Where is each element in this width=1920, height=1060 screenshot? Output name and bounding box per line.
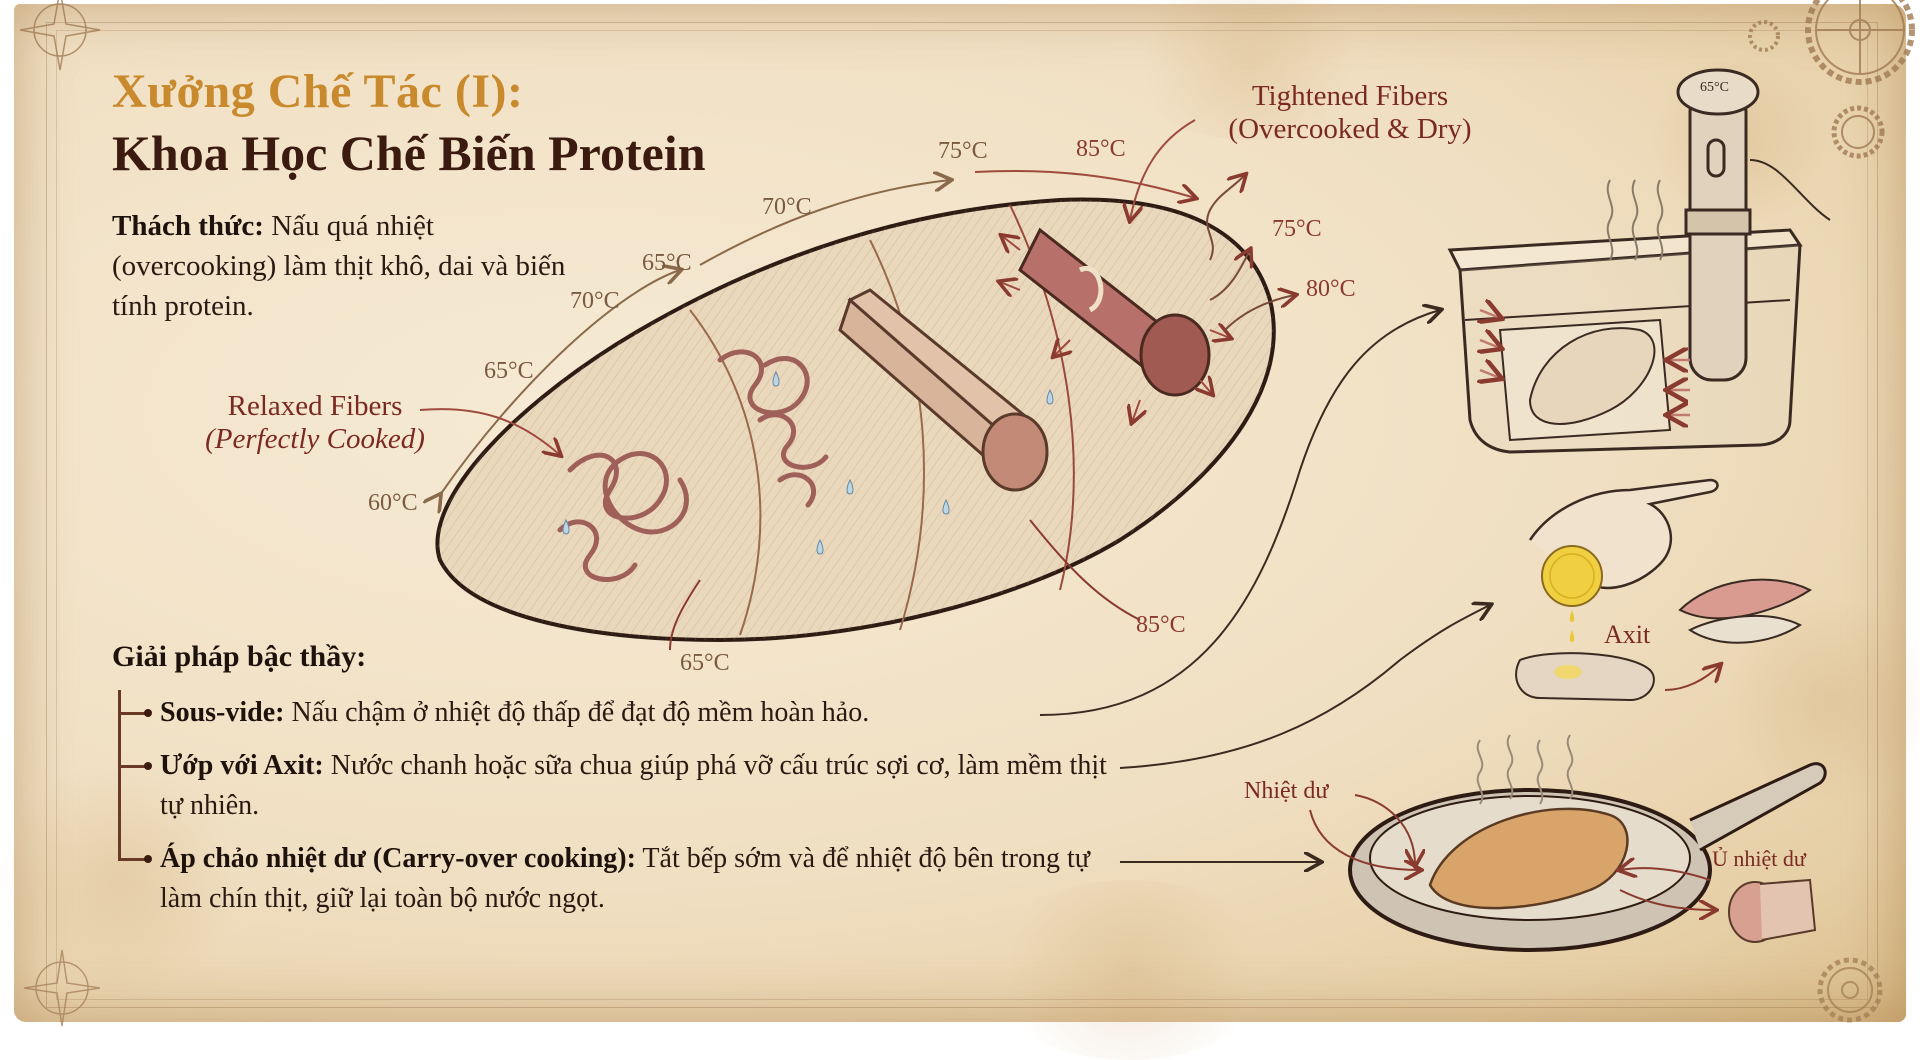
challenge-text: Thách thức: Nấu quá nhiệt (overcooking) … [112,206,572,326]
tree-branch [118,712,148,715]
temp-label: 80°C [1306,276,1356,302]
resting-label: Ủ nhiệt dư [1712,846,1806,871]
temp-label: 85°C [1076,136,1126,162]
illustration-layer [19,0,1915,1027]
temp-label: 70°C [762,194,812,220]
tree-branch [118,765,148,768]
tightened-fibers-subtitle: (Overcooked & Dry) [1228,113,1472,145]
tree-connector [118,690,121,860]
solution-text: Nước chanh hoặc sữa chua giúp phá vỡ cấu… [160,750,1107,821]
stain [1120,0,1380,140]
solution-item-sous-vide: Sous-vide: Nấu chậm ở nhiệt độ thấp để đ… [160,693,1060,733]
compass-rose-icon [19,0,101,71]
decorative-frame [46,22,1878,1008]
solution-item-carry-over: Áp chảo nhiệt dư (Carry-over cooking): T… [160,839,1120,919]
relaxed-fibers-title: Relaxed Fibers [227,390,403,422]
relaxed-fibers-subtitle: (Perfectly Cooked) [205,423,425,455]
temp-label: 75°C [938,138,988,164]
tightened-fibers-label: Tightened Fibers (Overcooked & Dry) [1200,80,1500,146]
steam-icon [1476,734,1574,805]
steam-icon [1606,179,1664,261]
tree-branch [118,858,148,861]
page-title: Khoa Học Chế Biến Protein [112,125,706,181]
title-line-1: Xưởng Chế Tác (I): [112,65,524,118]
acid-label: Axit [1604,620,1651,649]
gear-icon [1817,957,1883,1023]
tightened-fibers-title: Tightened Fibers [1251,80,1449,112]
bullet-icon [144,762,152,770]
challenge-label: Thách thức: [112,210,264,242]
temp-label: 70°C [570,288,620,314]
bullet-icon [144,855,152,863]
solution-item-acid: Ướp với Axit: Nước chanh hoặc sữa chua g… [160,746,1120,826]
decorative-frame-inner [56,30,1868,1000]
temp-label: 85°C [1136,612,1186,638]
solution-label: Áp chảo nhiệt dư (Carry-over cooking): [160,843,636,874]
temp-label: 65°C [680,650,730,676]
solutions-heading: Giải pháp bậc thầy: [112,640,367,673]
challenge-description: Nấu quá nhiệt (overcooking) làm thịt khô… [112,210,566,322]
solution-text: Tắt bếp sớm và để nhiệt độ bên trong tự … [160,843,1090,914]
temp-label: 60°C [368,490,418,516]
lemon-squeeze-illustration [1515,478,1812,702]
sous-vide-container-illustration [1447,68,1831,454]
sous-vide-display: 65°C [1700,80,1729,95]
solution-label: Sous-vide: [160,697,285,728]
residual-heat-label: Nhiệt dư [1244,778,1329,804]
skillet-illustration [1309,734,1827,952]
temp-label: 65°C [642,250,692,276]
solution-label: Ướp với Axit: [160,750,324,781]
temp-label: 65°C [484,358,534,384]
temp-label: 75°C [1272,216,1322,242]
bullet-icon [144,709,152,717]
gear-icon [1748,0,1915,159]
solution-text: Nấu chậm ở nhiệt độ thấp để đạt độ mềm h… [284,697,870,728]
relaxed-fibers-label: Relaxed Fibers (Perfectly Cooked) [190,390,440,456]
compass-rose-icon [23,949,101,1027]
